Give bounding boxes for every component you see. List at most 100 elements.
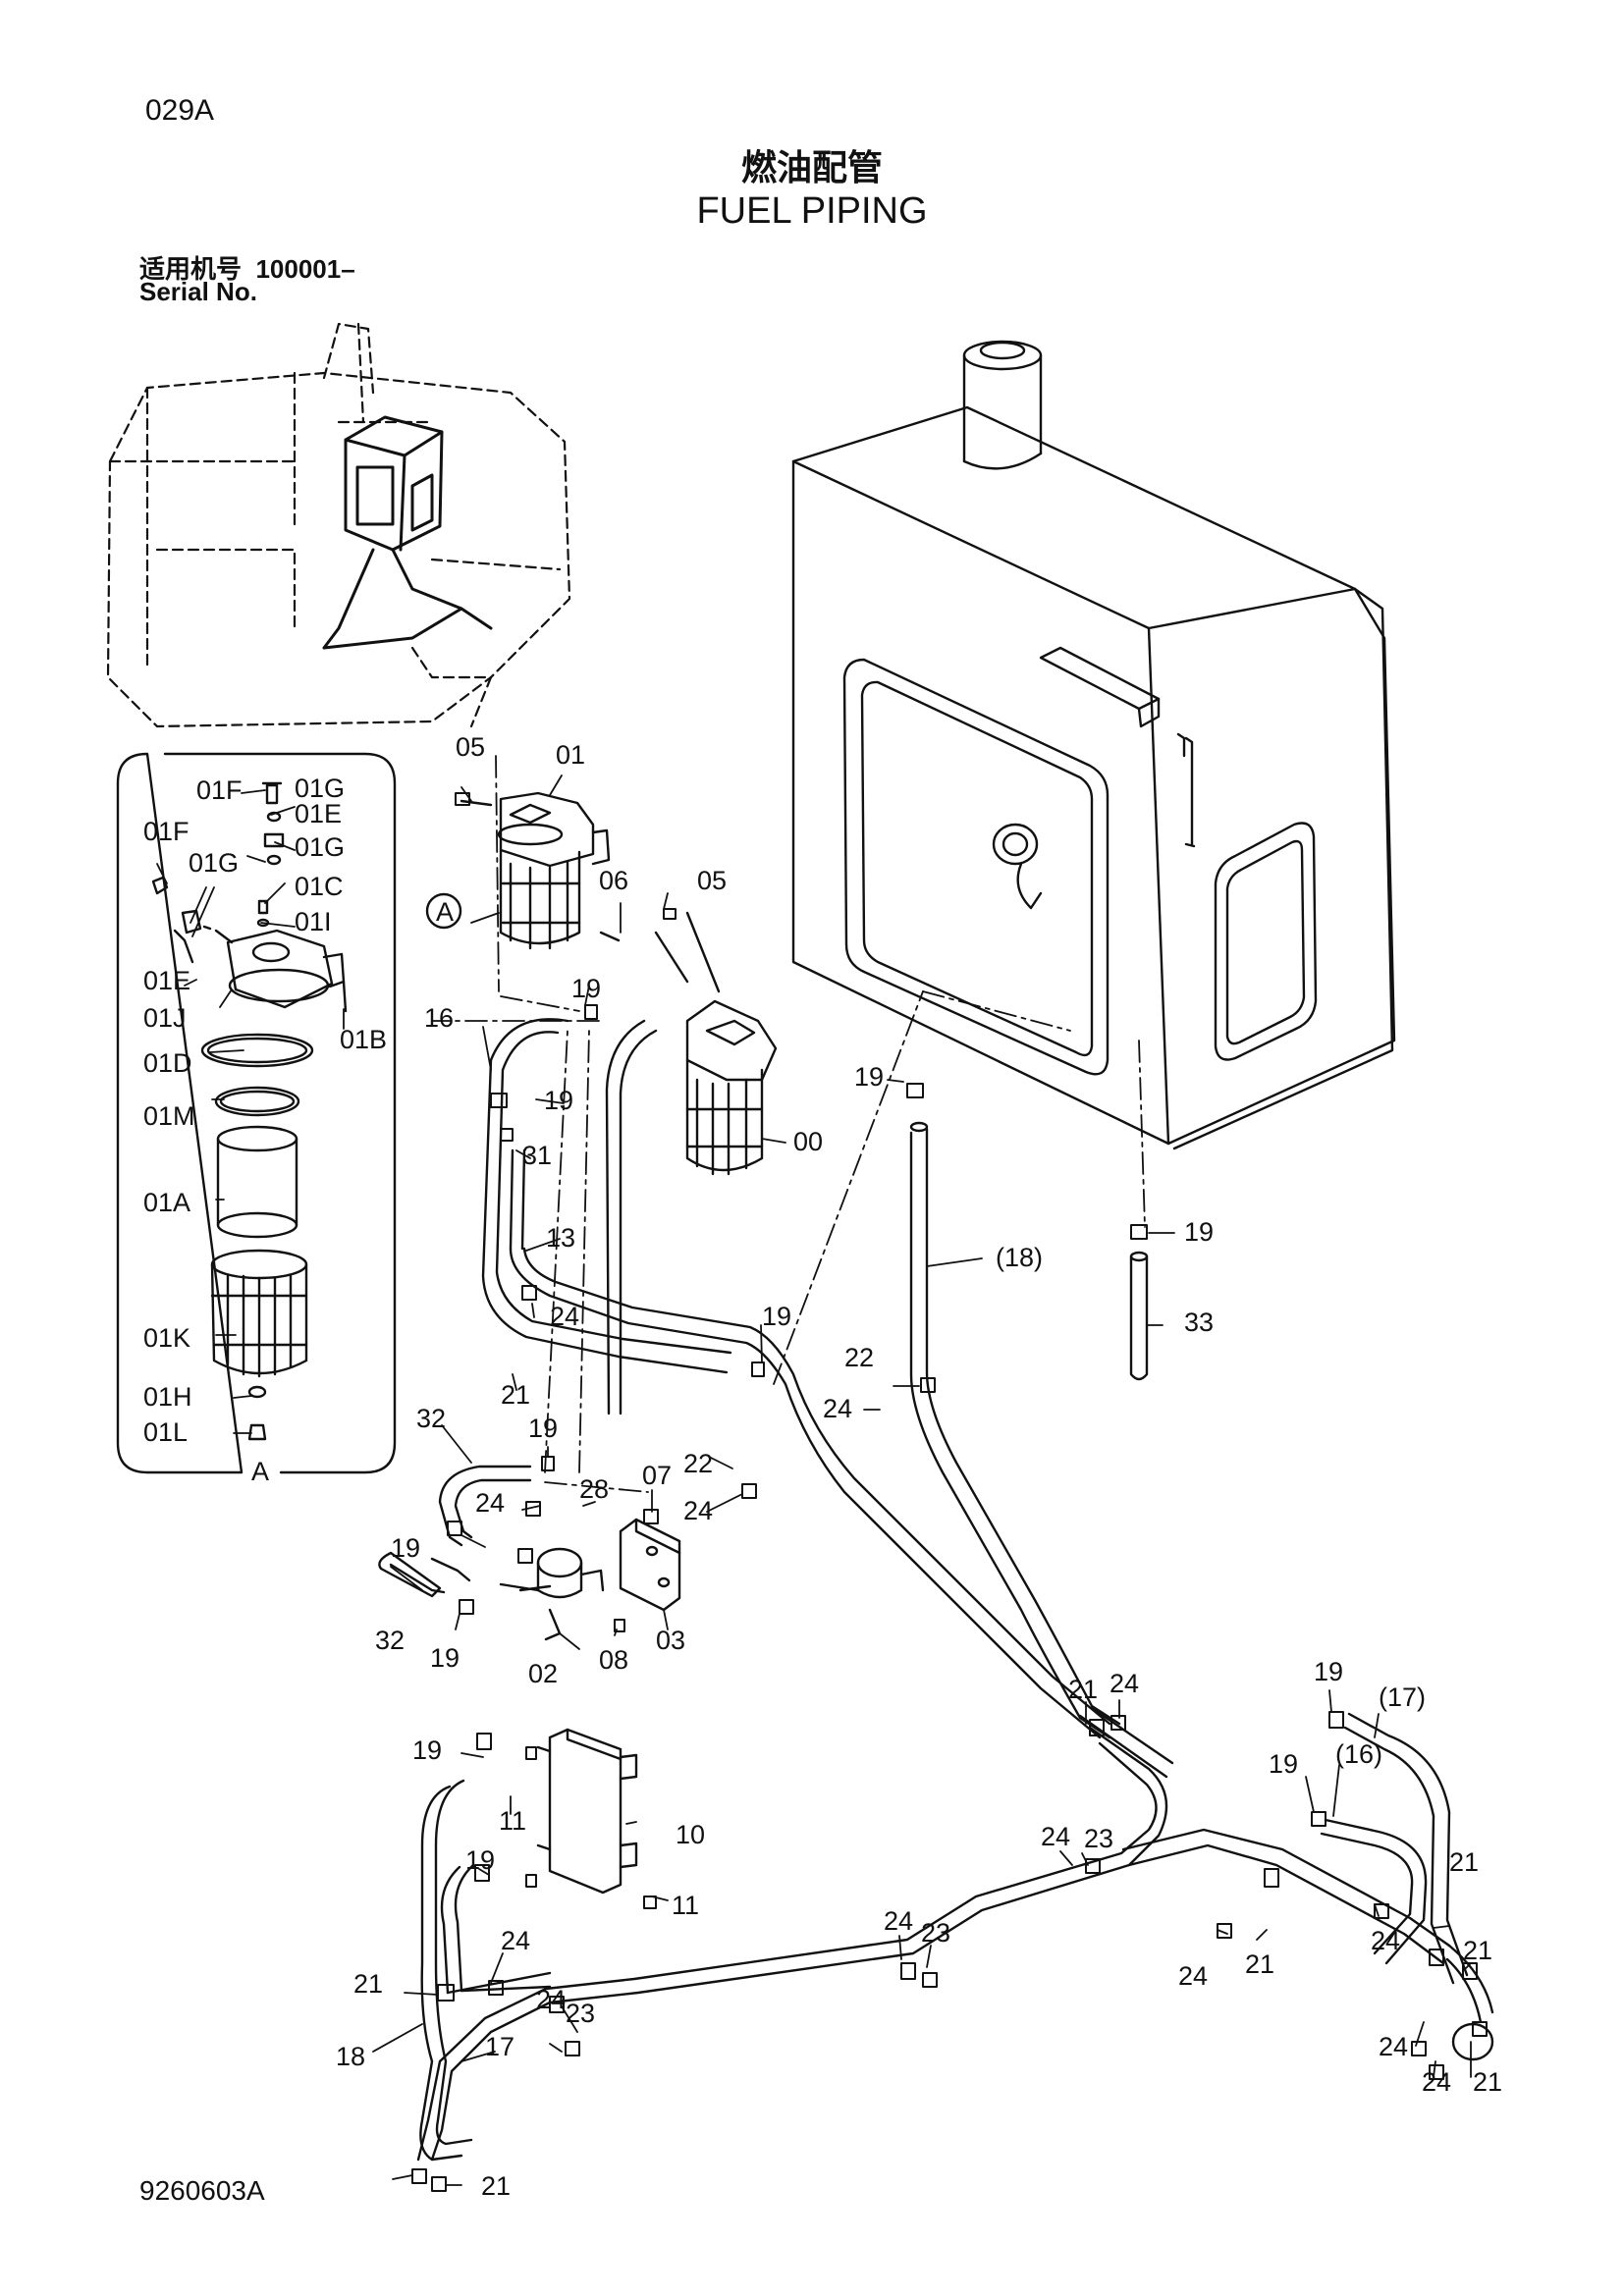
part-callouts: 05 01 06 05 19 16 19 00 31 13 19 (18) 19… [336, 732, 1502, 2201]
page-title-chinese: 燃油配管 [740, 147, 883, 187]
callout-05: 05 [697, 866, 727, 895]
hose-32 [378, 1465, 532, 1598]
bracket-03 [619, 1518, 681, 1612]
callout-23: 23 [921, 1918, 950, 1948]
callout-01E: 01E [143, 966, 190, 995]
pipe-33 [1129, 1251, 1149, 1381]
callout-01A: 01A [143, 1188, 190, 1217]
fuel-valve-02 [389, 1547, 605, 1641]
callout-16: 16 [424, 1003, 454, 1033]
callout-24: 24 [475, 1488, 505, 1518]
callout-01L: 01L [143, 1417, 188, 1447]
callout-01D: 01D [143, 1048, 192, 1078]
callout-21: 21 [501, 1380, 530, 1410]
hose-16-right [1320, 1818, 1428, 1965]
callout-13: 13 [546, 1223, 575, 1253]
callout-19: 19 [762, 1302, 791, 1331]
callout-06: 06 [599, 866, 628, 895]
callout-10: 10 [676, 1820, 705, 1849]
locator-fuel-tank [322, 415, 493, 650]
callout-01B: 01B [340, 1025, 387, 1054]
callout-19: 19 [430, 1643, 460, 1673]
callout-24: 24 [550, 1302, 579, 1331]
serial-label: Serial No. [139, 277, 257, 306]
pipe-18 [909, 1121, 1121, 1739]
page-title: FUEL PIPING [696, 190, 928, 232]
callout-24: 24 [884, 1906, 913, 1936]
callout-21: 21 [1463, 1936, 1492, 1965]
callout-19: 19 [528, 1414, 558, 1443]
callout-19: 19 [465, 1845, 495, 1875]
callout-21: 21 [1449, 1847, 1479, 1877]
callout-08: 08 [599, 1645, 628, 1675]
callout-23: 23 [1084, 1824, 1113, 1853]
callout-17: 17 [485, 2032, 514, 2061]
callout-24: 24 [683, 1496, 713, 1525]
callout-24: 24 [1422, 2067, 1451, 2097]
callout-24: 24 [1110, 1669, 1139, 1698]
callout-19: 19 [571, 974, 601, 1003]
detail-box-label: A [251, 1457, 269, 1486]
callout-01J: 01J [143, 1003, 187, 1033]
callout-24: 24 [1041, 1822, 1070, 1851]
callout-24: 24 [1379, 2032, 1408, 2061]
fittings [411, 792, 1488, 2192]
fuel-filter-00 [599, 911, 778, 1176]
callout-21: 21 [1068, 1675, 1098, 1704]
callout-19: 19 [391, 1533, 420, 1563]
detail-reference-a-label: A [436, 897, 454, 927]
callout-21: 21 [1245, 1949, 1274, 1979]
serial-label-chinese: 适用机号 100001– [139, 249, 355, 286]
callout-24: 24 [536, 1985, 566, 2014]
callout-18-ref: (18) [996, 1243, 1043, 1272]
callout-01M: 01M [143, 1101, 195, 1131]
callout-00: 00 [793, 1127, 823, 1156]
callout-02: 02 [528, 1659, 558, 1688]
callout-01E: 01E [295, 799, 342, 828]
callout-32: 32 [416, 1404, 446, 1433]
assembly-guide-lines [431, 755, 1146, 1493]
callout-19: 19 [544, 1086, 573, 1115]
serial-label-cn-text: 适用机号 [139, 254, 243, 284]
callout-03: 03 [656, 1626, 685, 1655]
callout-22: 22 [844, 1343, 874, 1372]
callout-01H: 01H [143, 1382, 192, 1412]
hose-17-right [1343, 1712, 1469, 1985]
callout-21: 21 [481, 2171, 511, 2201]
callout-19: 19 [412, 1735, 442, 1765]
callout-24: 24 [501, 1926, 530, 1955]
figure-code: 9260603A [139, 2175, 265, 2206]
hose-31 [605, 1019, 658, 1415]
hose-left-loop [419, 1779, 552, 2162]
fuel-cooler-10 [536, 1728, 638, 1895]
callout-01F: 01F [143, 817, 189, 846]
callout-01G: 01G [295, 774, 345, 803]
callout-19: 19 [1184, 1217, 1214, 1247]
callout-19: 19 [1314, 1657, 1343, 1686]
callout-01G: 01G [295, 832, 345, 862]
callout-07: 07 [642, 1461, 672, 1490]
callout-24: 24 [1371, 1926, 1400, 1955]
callout-24: 24 [1178, 1961, 1208, 1991]
serial-range: 100001– [255, 254, 355, 284]
callout-01F: 01F [196, 775, 243, 805]
callout-leaders [156, 774, 1472, 2186]
callout-16-ref: (16) [1335, 1739, 1382, 1769]
callout-05: 05 [456, 732, 485, 762]
callout-32: 32 [375, 1626, 405, 1655]
callout-23: 23 [566, 1999, 595, 2028]
detail-reference-a [425, 892, 462, 930]
callout-01C: 01C [295, 872, 344, 901]
fuel-tank [791, 340, 1396, 1150]
callout-19: 19 [1269, 1749, 1298, 1779]
fuel-filter-01 [460, 791, 611, 950]
callout-01K: 01K [143, 1323, 190, 1353]
hose-13 [509, 1148, 1111, 1739]
callout-01I: 01I [295, 907, 332, 936]
detail-box-a [116, 752, 397, 1474]
callout-11: 11 [672, 1891, 699, 1920]
hose-16 [481, 1018, 732, 1374]
callout-19: 19 [854, 1062, 884, 1092]
callout-21: 21 [1473, 2067, 1502, 2097]
